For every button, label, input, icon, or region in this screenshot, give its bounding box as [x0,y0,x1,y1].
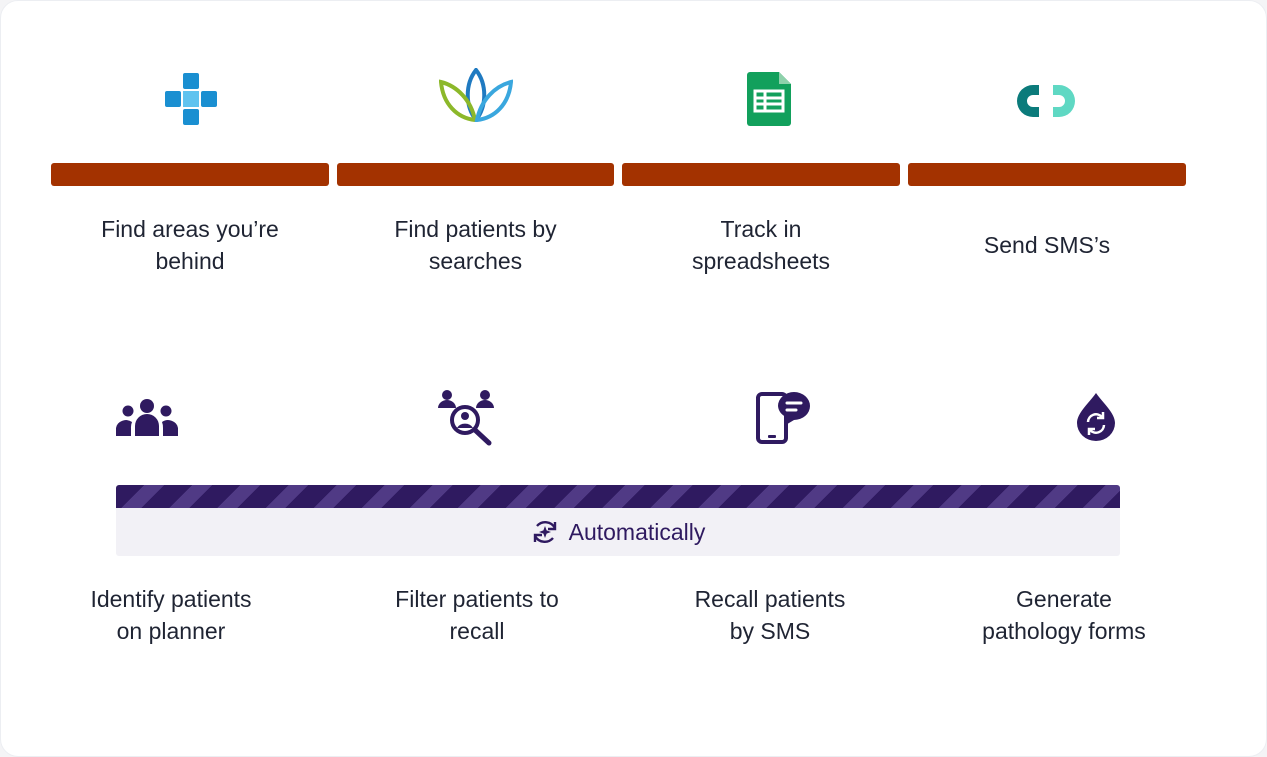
manual-step-label-3: Track in spreadsheets [691,216,831,274]
automatic-label-band: Automatically [116,508,1120,556]
auto-step-label-4: Generate pathology forms [982,586,1146,644]
auto-step-label-2: Filter patients to recall [395,586,559,644]
manual-step-label-4: Send SMS’s [983,232,1111,258]
manual-step-label-1: Find areas you’re behind [101,216,279,274]
manual-step-label-2: Find patients by searches [394,216,557,274]
mobile-message-icon [756,392,810,444]
medical-cross-logo-icon [165,73,217,125]
manual-step-bar-2 [337,163,614,186]
leaf-logo-icon [439,68,513,122]
automatic-striped-bar [116,485,1120,508]
auto-sync-icon [533,521,556,543]
patient-search-icon [438,390,494,446]
patient-group-icon [116,399,178,436]
blood-drop-refresh-icon [1077,393,1115,441]
manual-step-bar-3 [622,163,900,186]
google-sheets-icon [747,72,791,126]
auto-step-label-1: Identify patients on planner [90,586,252,644]
automatically-label: Automatically [568,518,706,545]
manual-step-bar-4 [908,163,1186,186]
auto-step-label-3: Recall patients by SMS [694,586,846,644]
sms-service-logo-icon [1017,85,1075,117]
manual-step-bar-1 [51,163,329,186]
automatic-band: Automatically [116,485,1120,556]
